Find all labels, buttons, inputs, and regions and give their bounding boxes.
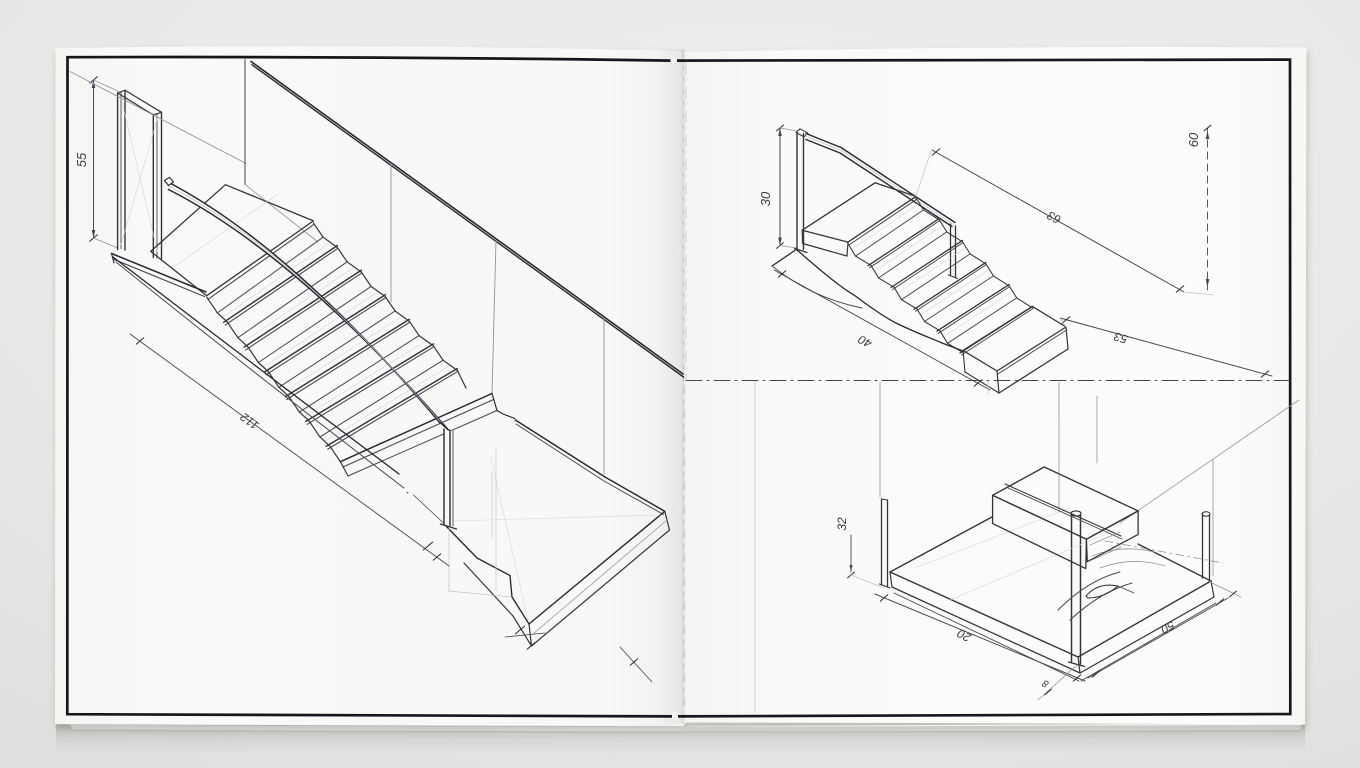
svg-text:50: 50 bbox=[1158, 618, 1177, 637]
svg-text:60: 60 bbox=[1186, 132, 1201, 147]
svg-text:40: 40 bbox=[856, 332, 875, 351]
svg-text:63: 63 bbox=[1045, 208, 1064, 227]
svg-text:8: 8 bbox=[1040, 677, 1050, 690]
svg-text:53: 53 bbox=[1112, 329, 1129, 346]
svg-text:55: 55 bbox=[74, 152, 89, 167]
svg-text:32: 32 bbox=[835, 517, 849, 531]
svg-text:20: 20 bbox=[955, 626, 975, 645]
svg-text:30: 30 bbox=[758, 191, 773, 206]
